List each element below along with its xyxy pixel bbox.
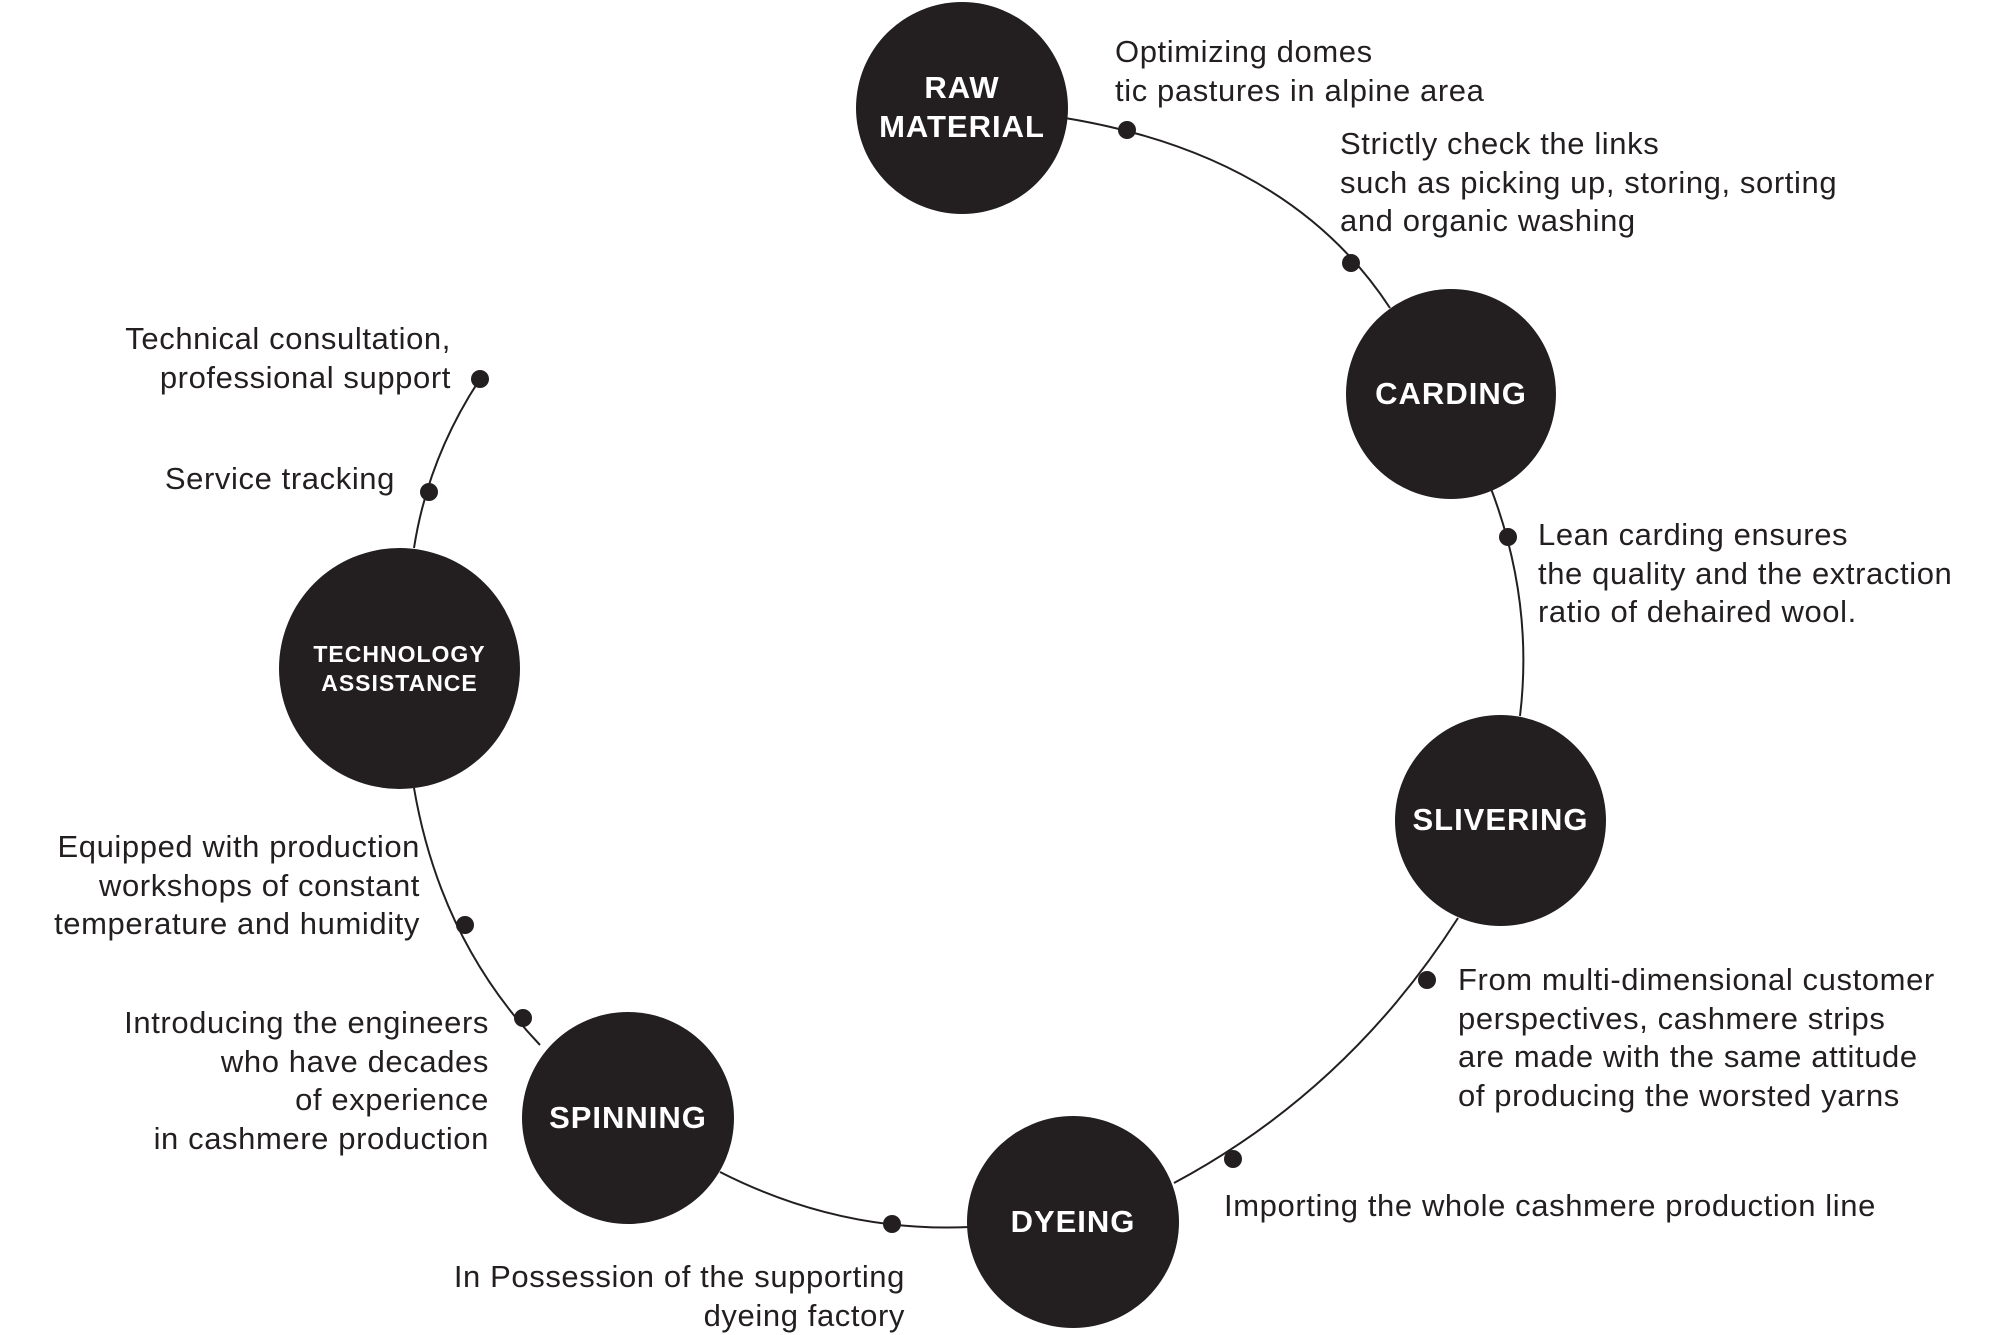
- dot-service-tracking: [420, 483, 438, 501]
- annotation-engineers: Introducing the engineers who have decad…: [124, 1005, 489, 1156]
- stage-technology-assistance: TECHNOLOGY ASSISTANCE: [279, 548, 520, 789]
- annotation-lean-carding: Lean carding ensures the quality and the…: [1538, 517, 1953, 629]
- annotation-customer-perspectives: From multi-dimensional customer perspect…: [1458, 962, 1935, 1113]
- stage-label: TECHNOLOGY ASSISTANCE: [313, 640, 486, 696]
- annotation-workshops: Equipped with production workshops of co…: [54, 829, 420, 941]
- stage-label: RAW MATERIAL: [879, 70, 1045, 144]
- dot-engineers: [514, 1009, 532, 1027]
- connector-slivering-to-dyeing: [1173, 917, 1459, 1184]
- dot-customer-perspectives: [1418, 971, 1436, 989]
- dot-technical-consultation: [471, 370, 489, 388]
- stage-slivering: SLIVERING: [1395, 715, 1606, 926]
- stage-carding: CARDING: [1346, 289, 1556, 499]
- stage-label: CARDING: [1375, 375, 1527, 411]
- stage-spinning: SPINNING: [522, 1012, 734, 1224]
- dot-dyeing-factory: [883, 1215, 901, 1233]
- stage-raw-material: RAW MATERIAL: [856, 2, 1068, 214]
- annotation-technical-consultation: Technical consultation, professional sup…: [125, 321, 451, 395]
- dot-production-line: [1224, 1150, 1242, 1168]
- dot-check-links: [1342, 254, 1360, 272]
- annotation-dyeing-factory: In Possession of the supporting dyeing f…: [453, 1259, 905, 1333]
- connector-dyeing-to-spinning: [719, 1171, 971, 1229]
- dot-workshops: [456, 916, 474, 934]
- connector-technology-to-consultation: [413, 378, 481, 549]
- annotation-production-line: Importing the whole cashmere production …: [1224, 1188, 1876, 1223]
- stage-label: SLIVERING: [1412, 802, 1589, 838]
- stage-dyeing: DYEING: [967, 1116, 1179, 1328]
- stage-label: SPINNING: [549, 1099, 707, 1135]
- annotation-check-links: Strictly check the links such as picking…: [1340, 126, 1838, 238]
- dot-lean-carding: [1499, 528, 1517, 546]
- stage-label: DYEING: [1010, 1203, 1136, 1239]
- annotation-pastures: Optimizing domes tic pastures in alpine …: [1115, 34, 1485, 108]
- dot-pastures: [1118, 121, 1136, 139]
- annotation-service-tracking: Service tracking: [164, 461, 395, 496]
- connector-carding-to-slivering: [1489, 485, 1525, 717]
